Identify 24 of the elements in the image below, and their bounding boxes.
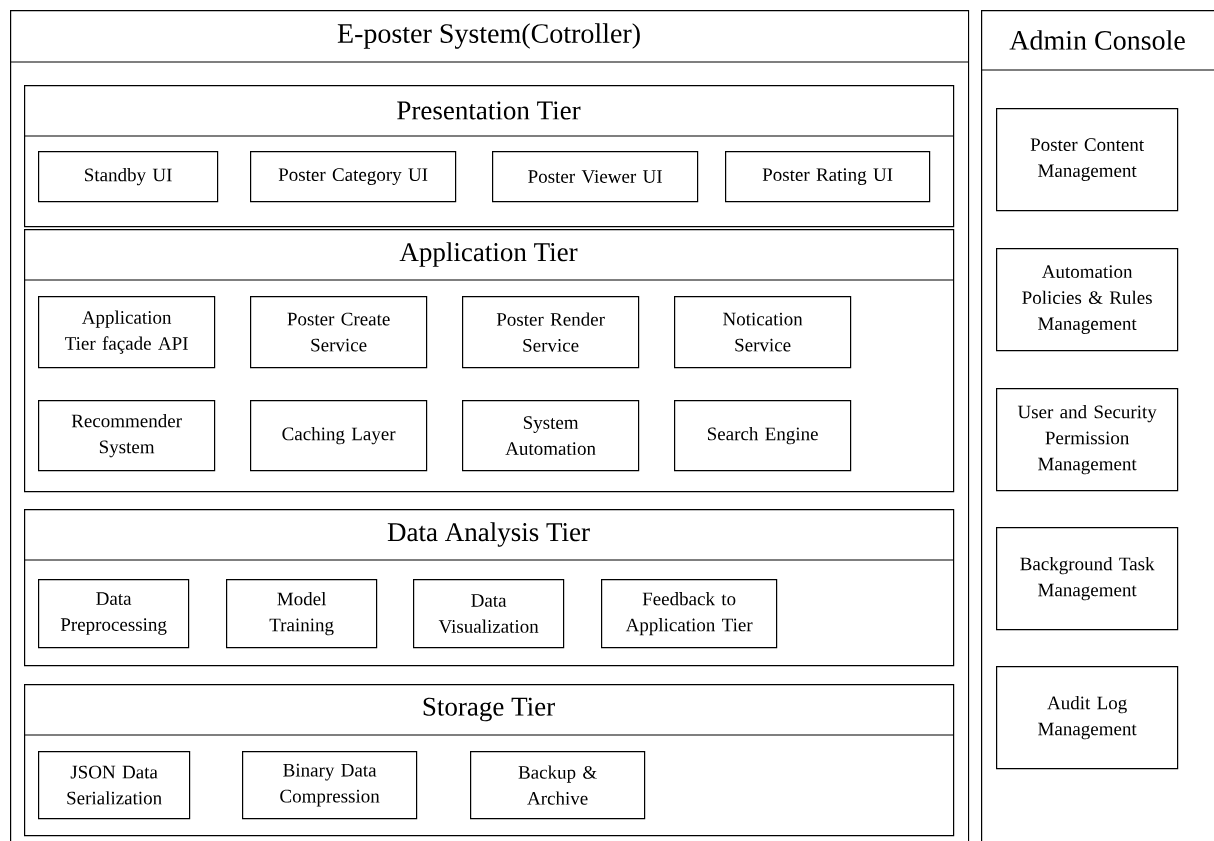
component-box: Search Engine [674, 400, 852, 472]
component-box: Notication Service [674, 296, 852, 369]
component-box: Poster Category UI [250, 151, 457, 203]
component-box: Model Training [226, 579, 378, 649]
component-box: JSON Data Serialization [38, 751, 191, 820]
component-box: Recommender System [38, 400, 216, 472]
component-box: Caching Layer [250, 400, 428, 472]
component-box: Background Task Management [996, 527, 1179, 631]
component-box: Application Tier façade API [38, 296, 216, 369]
component-box: Automation Policies & Rules Management [996, 248, 1179, 352]
component-box: Standby UI [38, 151, 219, 203]
component-box: Backup & Archive [470, 751, 646, 820]
component-box: Poster Content Management [996, 108, 1179, 212]
component-box: Audit Log Management [996, 666, 1179, 770]
component-box: Data Preprocessing [38, 579, 190, 649]
component-box: Poster Viewer UI [492, 151, 699, 203]
component-box: Poster Create Service [250, 296, 428, 369]
component-box: Poster Render Service [462, 296, 640, 369]
component-box: Binary Data Compression [242, 751, 418, 820]
component-box: Feedback to Application Tier [601, 579, 778, 649]
component-box: Data Visualization [413, 579, 565, 649]
component-box: User and Security Permission Management [996, 388, 1179, 492]
component-box: System Automation [462, 400, 640, 472]
component-box: Poster Rating UI [725, 151, 931, 203]
